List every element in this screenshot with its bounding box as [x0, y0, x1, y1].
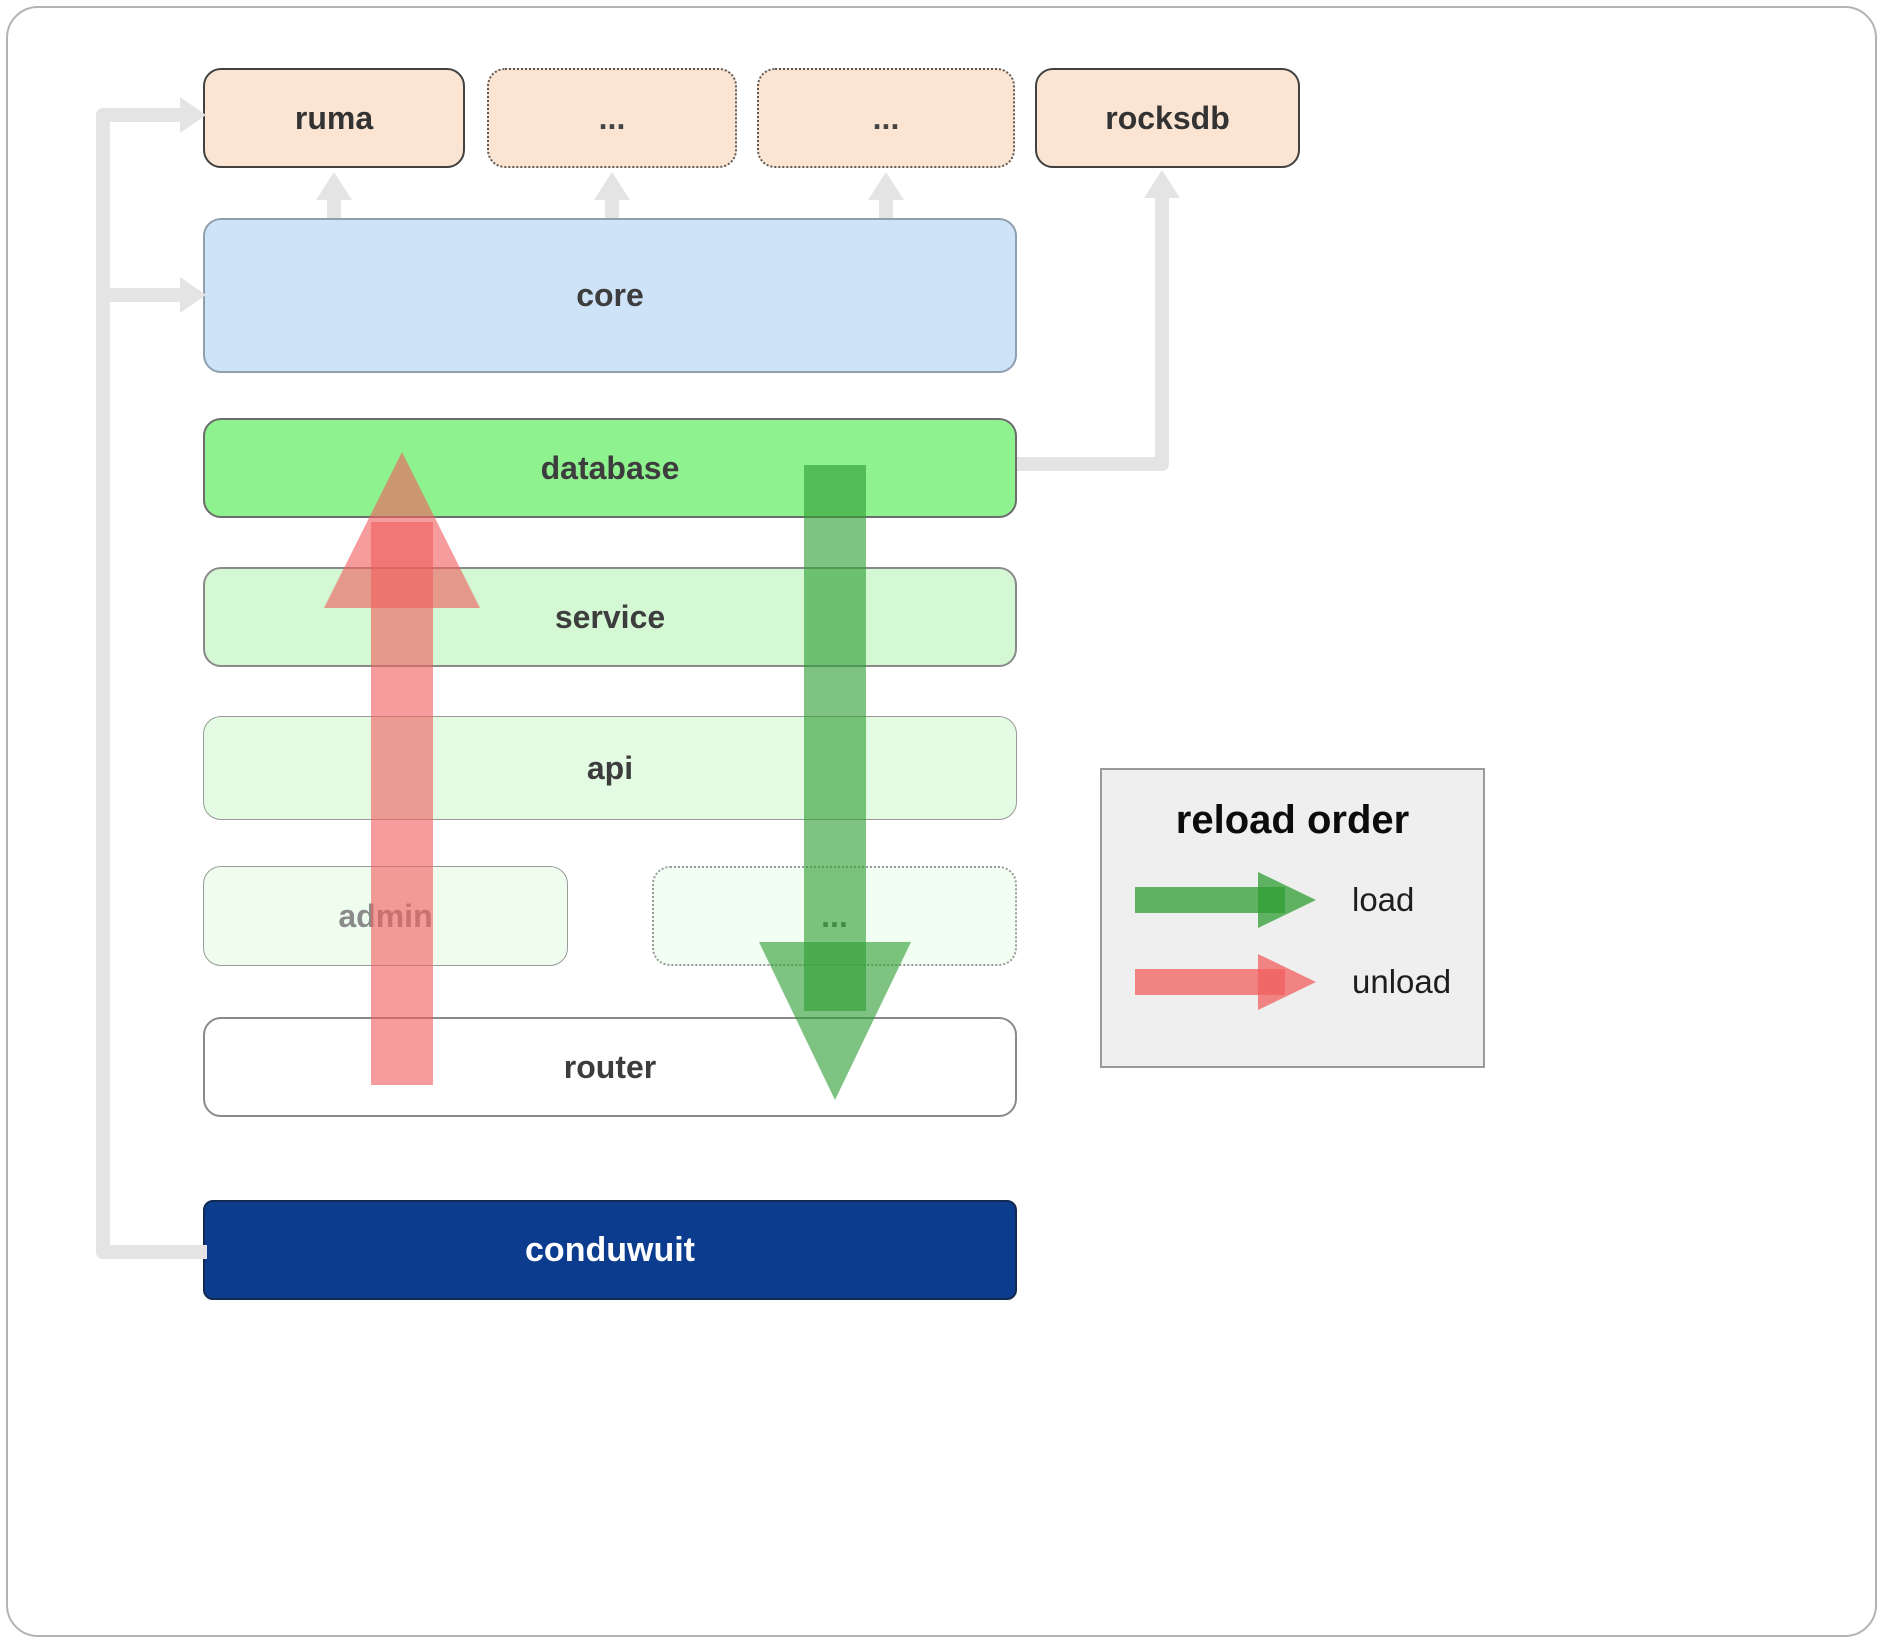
- box-admin-ext: ...: [652, 866, 1017, 966]
- box-admin: admin: [203, 866, 568, 966]
- box-database: database: [203, 418, 1017, 518]
- box-external-2-label: ...: [872, 99, 900, 136]
- box-ruma: ruma: [203, 68, 465, 168]
- box-api: api: [203, 716, 1017, 820]
- box-router-label: router: [563, 1048, 657, 1085]
- box-external-2: ...: [757, 68, 1015, 168]
- box-conduwuit: conduwuit: [203, 1200, 1017, 1300]
- box-router: router: [203, 1017, 1017, 1117]
- box-database-label: database: [540, 449, 680, 486]
- box-rocksdb-label: rocksdb: [1105, 99, 1230, 136]
- box-core-label: core: [576, 277, 644, 313]
- box-api-label: api: [586, 749, 634, 786]
- legend-load-label: load: [1352, 881, 1415, 918]
- box-external-1-label: ...: [598, 99, 626, 136]
- box-service-label: service: [554, 598, 666, 635]
- legend-unload-label: unload: [1352, 963, 1452, 1000]
- box-ruma-label: ruma: [294, 99, 374, 136]
- box-external-1: ...: [487, 68, 737, 168]
- box-core: core: [203, 218, 1017, 373]
- box-service: service: [203, 567, 1017, 667]
- box-conduwuit-label: conduwuit: [525, 1230, 695, 1269]
- box-admin-ext-label: ...: [821, 897, 848, 934]
- box-admin-label: admin: [338, 897, 433, 934]
- legend-title: reload order: [1175, 798, 1410, 842]
- box-rocksdb: rocksdb: [1035, 68, 1300, 168]
- legend-panel: reload order: [1100, 768, 1485, 1068]
- outer-frame: [6, 6, 1877, 1637]
